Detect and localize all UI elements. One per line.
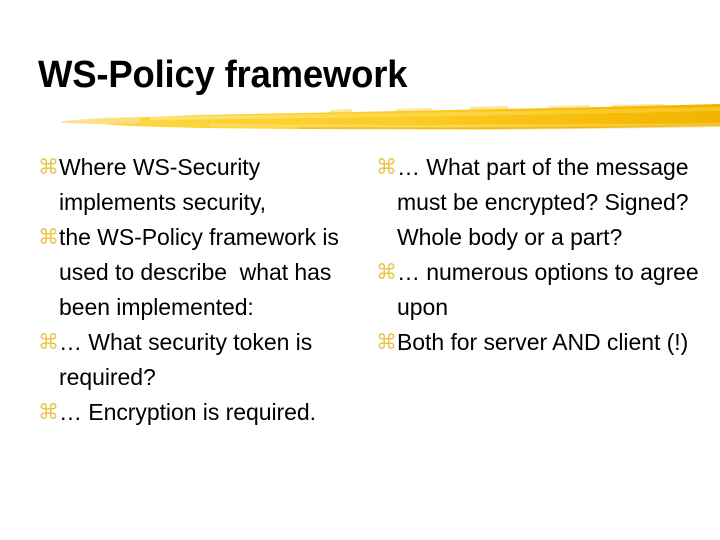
bullet-text: Where WS-Security implements security, <box>59 154 267 215</box>
bullet-text: Both for server AND client (!) <box>397 329 689 355</box>
place-of-interest-bullet-icon: ⌘ <box>376 330 397 354</box>
place-of-interest-bullet-icon: ⌘ <box>38 330 59 354</box>
place-of-interest-bullet-icon: ⌘ <box>38 155 59 179</box>
bullet-text: … numerous options to agree upon <box>397 259 706 320</box>
bullet-column-left: ⌘ Where WS-Security implements security,… <box>38 150 368 430</box>
bullet-text: … Encryption is required. <box>59 399 316 425</box>
list-item: ⌘ … Encryption is required. <box>38 395 368 430</box>
slide-body: ⌘ Where WS-Security implements security,… <box>0 150 720 530</box>
list-item: ⌘ … What security token is required? <box>38 325 368 395</box>
list-item: ⌘ … numerous options to agree upon <box>376 255 712 325</box>
bullet-column-right: ⌘ … What part of the message must be enc… <box>376 150 712 360</box>
brush-stroke-divider <box>62 104 720 130</box>
list-item: ⌘ Both for server AND client (!) <box>376 325 712 360</box>
place-of-interest-bullet-icon: ⌘ <box>376 155 397 179</box>
place-of-interest-bullet-icon: ⌘ <box>38 225 59 249</box>
place-of-interest-bullet-icon: ⌘ <box>376 260 397 284</box>
slide-title: WS-Policy framework <box>38 54 408 96</box>
bullet-text: … What security token is required? <box>59 329 319 390</box>
list-item: ⌘ … What part of the message must be enc… <box>376 150 712 255</box>
place-of-interest-bullet-icon: ⌘ <box>38 400 59 424</box>
list-item: ⌘ the WS-Policy framework is used to des… <box>38 220 368 325</box>
list-item: ⌘ Where WS-Security implements security, <box>38 150 368 220</box>
bullet-text: the WS-Policy framework is used to descr… <box>59 224 346 320</box>
bullet-text: … What part of the message must be encry… <box>397 154 695 250</box>
